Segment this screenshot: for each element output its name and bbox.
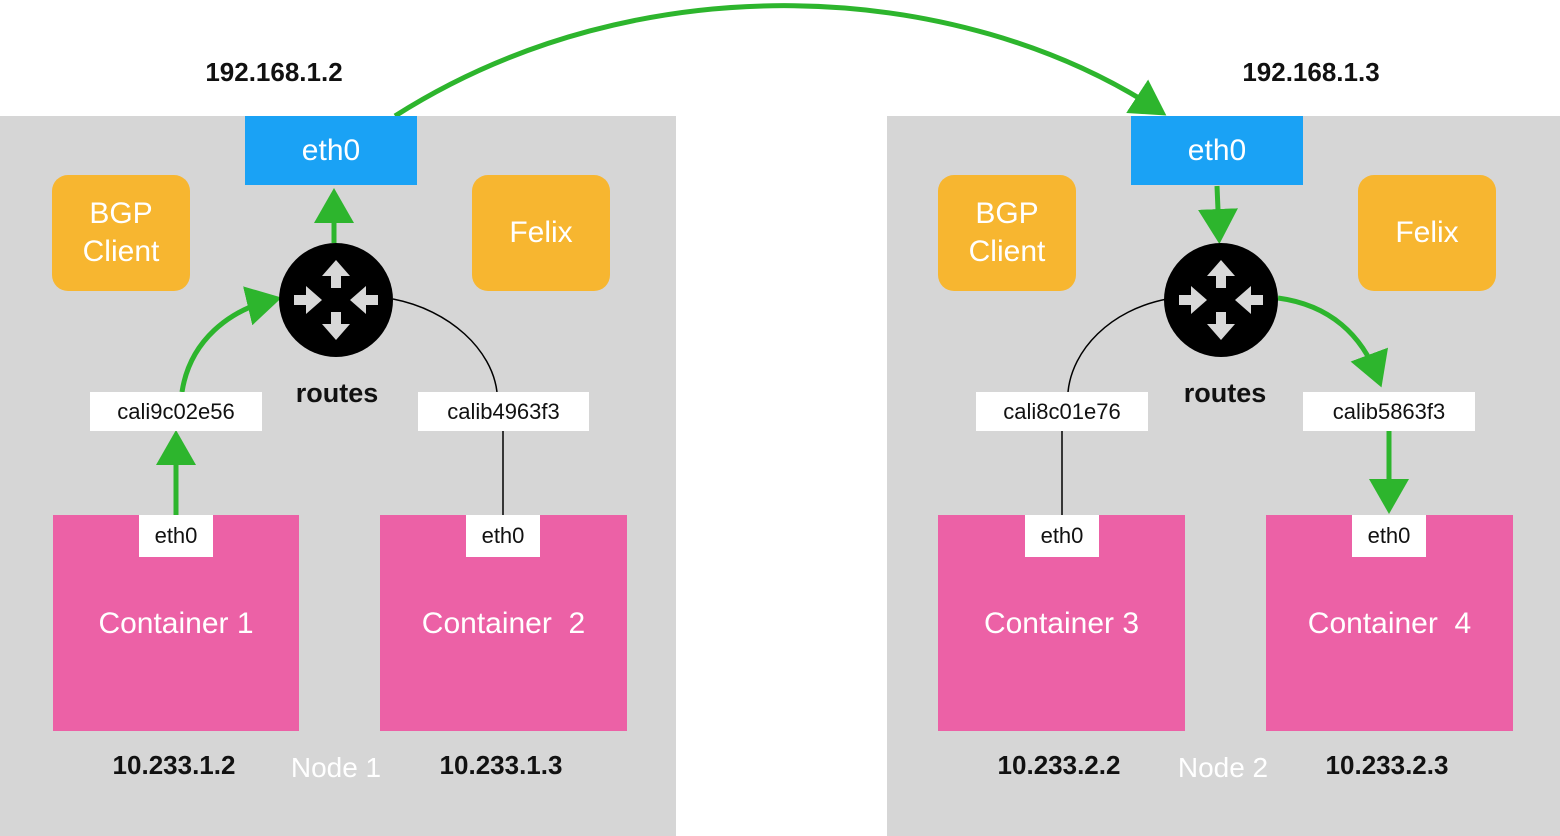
veth-cali8c01e76: cali8c01e76 bbox=[976, 392, 1148, 431]
container-2-name: Container 2 bbox=[421, 607, 586, 640]
bgp-client-label: BGP Client bbox=[968, 197, 1046, 268]
node-2-label: Node 2 bbox=[1177, 752, 1269, 783]
flow-eth0-to-router2 bbox=[1197, 185, 1238, 244]
node-2-routes-label: routes bbox=[1183, 378, 1267, 408]
container-4-name: Container 4 bbox=[1307, 607, 1472, 640]
container-1: eth0 Container 1 bbox=[53, 515, 299, 731]
veth-cali9c02e56: cali9c02e56 bbox=[90, 392, 262, 431]
link-router2-cali8c01e76 bbox=[1067, 298, 1168, 393]
container-1-eth0: eth0 bbox=[139, 515, 213, 557]
node-1-label: Node 1 bbox=[290, 752, 382, 783]
container-2: eth0 Container 2 bbox=[380, 515, 627, 731]
container-1-name: Container 1 bbox=[98, 607, 254, 640]
container-3-ip: 10.233.2.2 bbox=[997, 750, 1121, 780]
router-icon bbox=[279, 243, 393, 357]
flow-node1-to-node2 bbox=[393, 3, 1167, 119]
container-2-eth0: eth0 bbox=[466, 515, 540, 557]
container-2-ip: 10.233.1.3 bbox=[439, 750, 563, 780]
container-3-eth0: eth0 bbox=[1025, 515, 1099, 557]
flow-veth-to-router1 bbox=[179, 286, 282, 393]
veth-calib5863f3: calib5863f3 bbox=[1303, 392, 1475, 431]
flow-router2-to-veth bbox=[1277, 295, 1389, 388]
node-1-felix: Felix bbox=[472, 175, 610, 291]
node-1-bgp-client: BGP Client bbox=[52, 175, 190, 291]
bgp-client-label: BGP Client bbox=[82, 197, 160, 268]
container-4: eth0 Container 4 bbox=[1266, 515, 1513, 731]
container-3: eth0 Container 3 bbox=[938, 515, 1185, 731]
node-2-felix: Felix bbox=[1358, 175, 1496, 291]
node-1-routes-label: routes bbox=[295, 378, 379, 408]
node-2-bgp-client: BGP Client bbox=[938, 175, 1076, 291]
node-1-host-ip: 192.168.1.2 bbox=[205, 57, 343, 87]
container-1-ip: 10.233.1.2 bbox=[112, 750, 236, 780]
felix-label: Felix bbox=[1395, 216, 1459, 249]
felix-label: Felix bbox=[509, 216, 573, 249]
veth-calib4963f3: calib4963f3 bbox=[418, 392, 589, 431]
container-3-name: Container 3 bbox=[983, 607, 1140, 640]
container-4-eth0: eth0 bbox=[1352, 515, 1426, 557]
router-icon bbox=[1164, 243, 1278, 357]
node-2-host-ip: 192.168.1.3 bbox=[1242, 57, 1380, 87]
node-1-eth0: eth0 bbox=[245, 116, 417, 185]
link-router1-calib4963f3 bbox=[392, 298, 498, 393]
node-2-eth0: eth0 bbox=[1131, 116, 1303, 185]
container-4-ip: 10.233.2.3 bbox=[1325, 750, 1449, 780]
